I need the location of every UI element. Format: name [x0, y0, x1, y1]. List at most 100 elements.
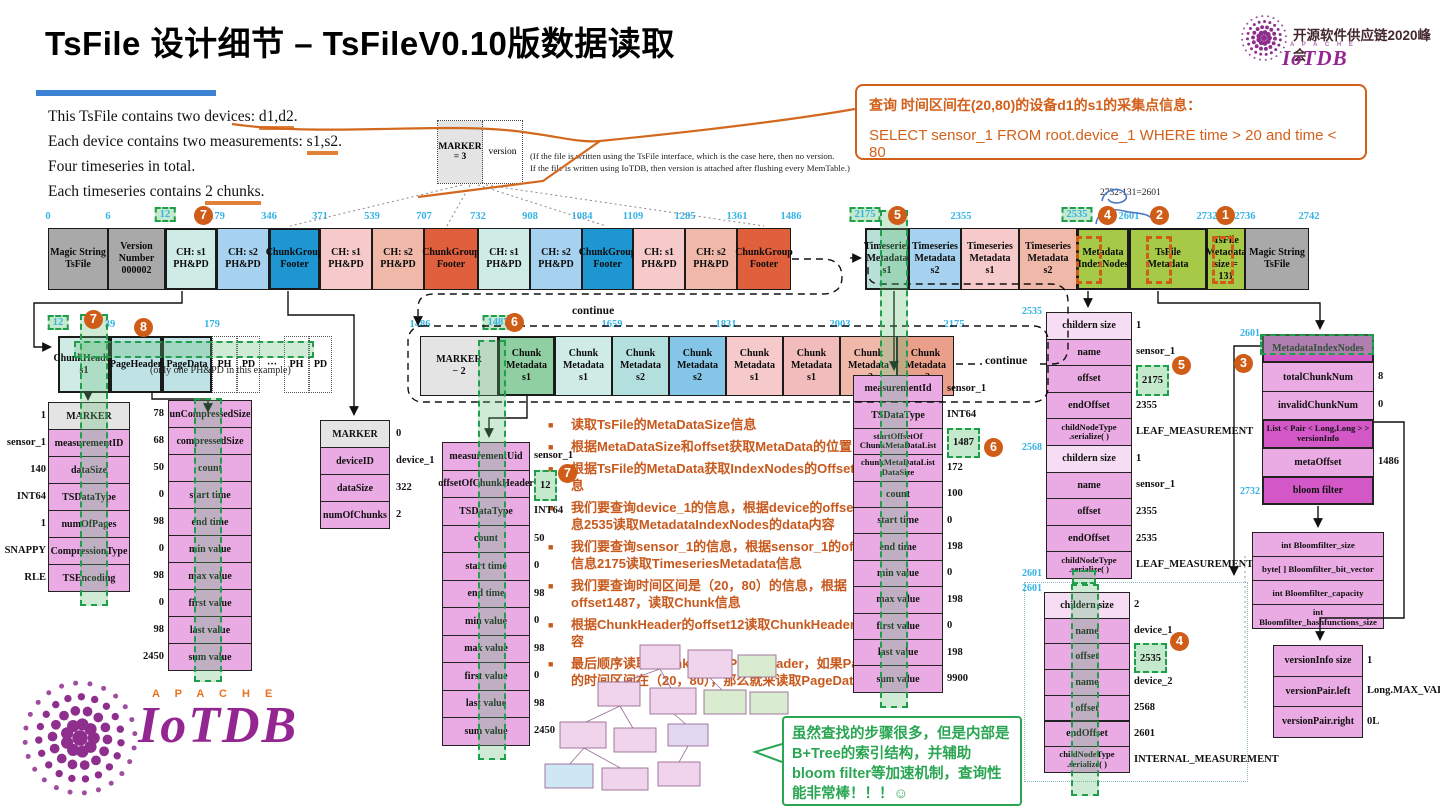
- read-path-band: [74, 341, 314, 358]
- marker-cell: MARKER = 3: [438, 121, 483, 183]
- metadata-index-node-2601-table-value: INTERNAL_MEASUREMENT: [1134, 753, 1279, 765]
- offset-math-label: 2732-131=2601: [1100, 188, 1161, 198]
- offset-side-label: 2601: [1240, 328, 1260, 339]
- intro-text: .: [260, 183, 265, 200]
- chunk-header-table-value: SNAPPY: [4, 545, 46, 556]
- intro-highlight: d1,d2: [258, 108, 294, 130]
- chunk-metadata-table-value: 0: [534, 670, 540, 682]
- intro-text: Each device contains two measurements:: [48, 133, 307, 150]
- chunkgroup-footer-table-value: 2: [396, 509, 402, 520]
- metadata-index-node-2601-table-value: 2: [1134, 599, 1140, 611]
- timeseries-metadata-table-value: 198: [947, 646, 963, 658]
- metadata-index-node-2535-table-cell: name: [1046, 338, 1132, 367]
- metadata-index-node-2535-table-value: 1: [1136, 319, 1142, 331]
- chunk-header-table-value: INT64: [16, 491, 46, 502]
- step-bullet: 读取TsFile的MetaDataSize信息: [545, 416, 879, 434]
- metadata-focus-box: [1146, 236, 1172, 284]
- chunk-metadata-table-value: 98: [534, 697, 545, 709]
- continue-label: continue: [572, 305, 615, 317]
- metadata-index-node-2601-table-value: 2568: [1134, 702, 1155, 714]
- ph-pd-caption: (only one PH&PD in this example): [150, 365, 291, 376]
- offset-label: 371: [312, 211, 328, 222]
- timeseries-metadata-table-cell: end time: [853, 533, 943, 561]
- version-info-table-value: Long.MAX_VALUE: [1367, 685, 1440, 697]
- intro-text-block: This TsFile contains two devices: d1,d2.…: [48, 108, 342, 208]
- read-path-band: [1071, 584, 1099, 796]
- offset-label: 6: [105, 211, 111, 222]
- chunk-metadata-table-cell: measurementUid: [442, 442, 530, 471]
- offset-label: 2535: [1061, 207, 1093, 222]
- step-badge-5: 5: [1172, 356, 1191, 375]
- read-path-band: [80, 314, 108, 606]
- page-header-table-value: 0: [158, 543, 164, 554]
- marker-version-box: MARKER = 3 version: [437, 120, 523, 184]
- step-badge-1: 1: [1216, 206, 1235, 225]
- timeseries-metadata-table-value: 0: [947, 567, 953, 579]
- chunk-metadata-table-value: 0: [534, 560, 540, 572]
- step-bullet: 根据TsFile的MetaData获取IndexNodes的Offset信息: [545, 460, 879, 494]
- offset-label: 1486: [780, 211, 802, 222]
- intro-line: Four timeseries in total.: [48, 158, 342, 176]
- step-badge-8: 8: [134, 318, 153, 337]
- offset-side-label: 2601: [1022, 583, 1042, 594]
- timeseries-metadata-table-value: 172: [947, 461, 963, 473]
- offset-label: 2732: [1196, 211, 1218, 222]
- read-steps-list: 读取TsFile的MetaDataSize信息根据MetaDataSize和of…: [545, 416, 879, 694]
- offset-label: 1659: [601, 319, 623, 330]
- bloom-filter-fields-table-cell: int Bloomfilter_capacity: [1252, 580, 1384, 605]
- timeseries-metadata-table-cell: start time: [853, 507, 943, 535]
- metadata-index-node-2535-table-cell: endOffset: [1046, 524, 1132, 553]
- tsfile-metadata-table-cell: totalChunkNum: [1262, 362, 1374, 392]
- metadata-focus-box: [1076, 236, 1102, 284]
- step-badge-6: 6: [984, 438, 1003, 457]
- chunk-metadata-table-value: 12: [534, 469, 557, 501]
- metadata-index-node-2601-table-value: 2601: [1134, 727, 1155, 739]
- chunk-metadata-table-cell: max value: [442, 634, 530, 663]
- chunk-header-table-cell: TSEncoding: [48, 564, 130, 592]
- offset-label: 707: [416, 211, 432, 222]
- page-header-table-cell: count: [168, 454, 252, 482]
- offset-label: 1361: [726, 211, 748, 222]
- tsfile-metadata-table-cell: metaOffset: [1262, 447, 1374, 477]
- intro-line: This TsFile contains two devices: d1,d2.: [48, 108, 342, 130]
- chunk-metadata-table-value: 0: [534, 615, 540, 627]
- metadata-index-node-2535-table-value: 2175: [1136, 365, 1169, 396]
- tsfile-metadata-table-value: 1486: [1378, 456, 1399, 468]
- speech-bubble: 虽然查找的步骤很多，但是内部是B+Tree的索引结构，并辅助bloom filt…: [782, 716, 1022, 806]
- page-header-table-cell: max value: [168, 562, 252, 590]
- metadata-index-node-2601-table-value: 2535: [1134, 643, 1167, 674]
- intro-text: .: [293, 108, 298, 125]
- timeseries-metadata-table-cell: first value: [853, 612, 943, 640]
- iotdb-logo-starburst: [22, 680, 138, 796]
- page-header-table-value: 0: [158, 489, 164, 500]
- chunk-metadata-table-cell: first value: [442, 662, 530, 691]
- version-info-table-value: 1: [1367, 654, 1373, 666]
- iotdb-logo-large: IoTDB: [138, 697, 299, 754]
- read-path-band: [880, 210, 908, 708]
- metadata-index-node-2601-table-cell: childNodeType.serialize( ): [1044, 746, 1130, 773]
- page-header-table-cell: last value: [168, 616, 252, 644]
- timeseries-metadata-table-value: 0: [947, 514, 953, 526]
- version-note: (If the file is written using the TsFile…: [530, 151, 850, 173]
- metadata-index-node-2535-table-cell: offset: [1046, 365, 1132, 393]
- metadata-index-node-2601-table-value: device_2: [1134, 676, 1173, 688]
- page-header-table-value: 2450: [143, 651, 164, 662]
- page-header-table-value: 0: [158, 597, 164, 608]
- tsfile-metadata-table-value: 0: [1378, 399, 1384, 411]
- intro-highlight: s1,s2: [306, 133, 339, 155]
- page-header-table-value: 98: [153, 570, 165, 581]
- timeseries-metadata-table-value: sensor_1: [947, 382, 987, 394]
- metadata-index-node-2535-table-cell: childNodeType.serialize( ): [1046, 418, 1132, 446]
